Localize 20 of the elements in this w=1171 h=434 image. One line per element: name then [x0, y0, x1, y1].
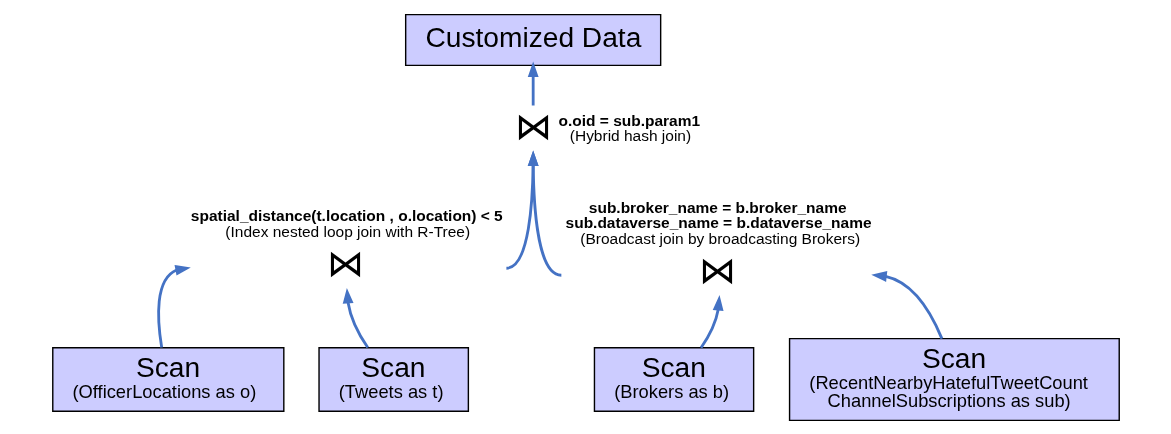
arrow	[699, 294, 724, 348]
arrow	[156, 264, 191, 348]
node-text: ⋈	[698, 249, 736, 291]
node-text: ⋈	[514, 105, 552, 147]
node-label: sub.broker_name = b.broker_name	[588, 198, 847, 216]
arrow	[870, 270, 943, 339]
node-label: spatial_distance(t.location , o.location) < 5	[190, 206, 503, 224]
arrow	[527, 150, 562, 277]
node-box: Scan (Tweets as t)	[317, 346, 469, 412]
node-text: ⋈	[326, 242, 364, 284]
arrow	[505, 150, 539, 270]
node-label: o.oid = sub.param1	[558, 111, 700, 129]
node-box: Customized Data	[404, 13, 661, 66]
node-label: (Broadcast join by broadcasting Brokers)	[579, 229, 860, 247]
node-box: Scan (RecentNearbyHatefulTweetCount ChannelSubscriptions as sub)	[788, 337, 1120, 421]
node-box: Scan (Brokers as b)	[593, 346, 754, 412]
arrow	[527, 61, 539, 105]
node-box: Scan (OfficerLocations as o)	[51, 346, 285, 412]
arrow	[342, 287, 369, 348]
node-label: sub.dataverse_name = b.dataverse_name	[565, 213, 872, 231]
